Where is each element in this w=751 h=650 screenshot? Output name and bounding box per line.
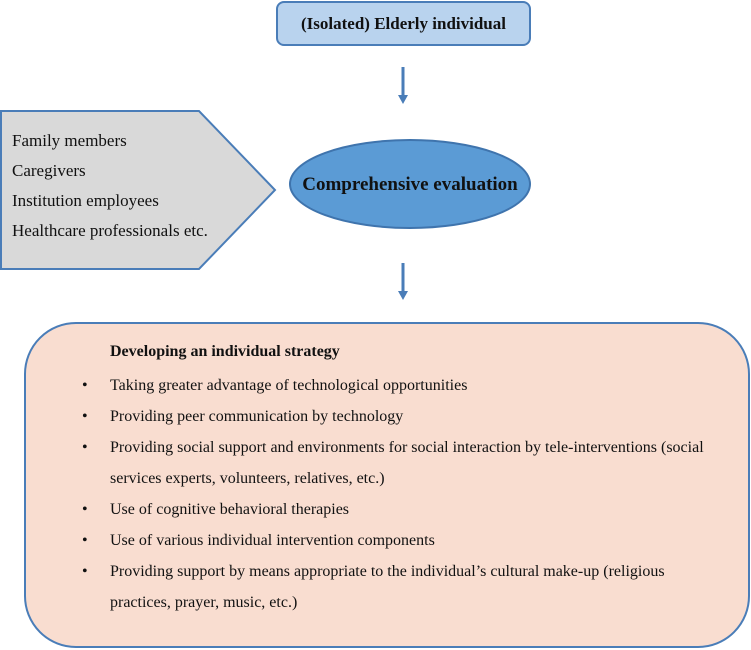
bullet-icon: • — [82, 408, 88, 425]
strategy-item: • Use of various individual intervention … — [74, 525, 724, 556]
strategy-item-text: Providing peer communication by technolo… — [110, 408, 404, 425]
strategy-item-text: Taking greater advantage of technologica… — [110, 377, 468, 394]
stakeholder-item: Institution employees — [12, 191, 159, 210]
strategy-box — [24, 322, 750, 648]
strategy-item-text: Use of various individual intervention c… — [110, 532, 435, 549]
bullet-icon: • — [82, 439, 88, 456]
strategy-item: • Providing support by means appropriate … — [74, 556, 724, 618]
strategy-item-text: Providing support by means appropriate t… — [110, 563, 665, 611]
strategy-item: • Use of cognitive behavioral therapies — [74, 494, 724, 525]
arrow-evaluation-to-strategy — [398, 263, 408, 300]
strategy-item-text: Providing social support and environment… — [110, 439, 704, 487]
stakeholders-pentagon — [0, 110, 277, 270]
strategy-item: • Providing peer communication by technol… — [74, 401, 724, 432]
stakeholder-item: Healthcare professionals etc. — [12, 221, 208, 240]
strategy-list: • Taking greater advantage of technologic… — [74, 370, 724, 618]
bullet-icon: • — [82, 501, 88, 518]
bullet-icon: • — [82, 563, 88, 580]
bullet-icon: • — [82, 377, 88, 394]
stakeholder-item: Caregivers — [12, 161, 86, 180]
arrow-top-to-evaluation — [398, 67, 408, 104]
isolated-elderly-node: (Isolated) Elderly individual — [276, 1, 531, 46]
stakeholders-list: Family members Caregivers Institution em… — [12, 126, 252, 246]
bullet-icon: • — [82, 532, 88, 549]
isolated-elderly-label: (Isolated) Elderly individual — [301, 13, 506, 33]
strategy-title: Developing an individual strategy — [110, 343, 340, 360]
strategy-item-text: Use of cognitive behavioral therapies — [110, 501, 350, 518]
stakeholder-item: Family members — [12, 131, 127, 150]
evaluation-node-text: Comprehensive evaluation — [290, 144, 530, 224]
evaluation-ellipse — [289, 139, 531, 229]
evaluation-label: Comprehensive evaluation — [302, 173, 518, 195]
strategy-item: • Providing social support and environmen… — [74, 432, 724, 494]
strategy-item: • Taking greater advantage of technologic… — [74, 370, 724, 401]
